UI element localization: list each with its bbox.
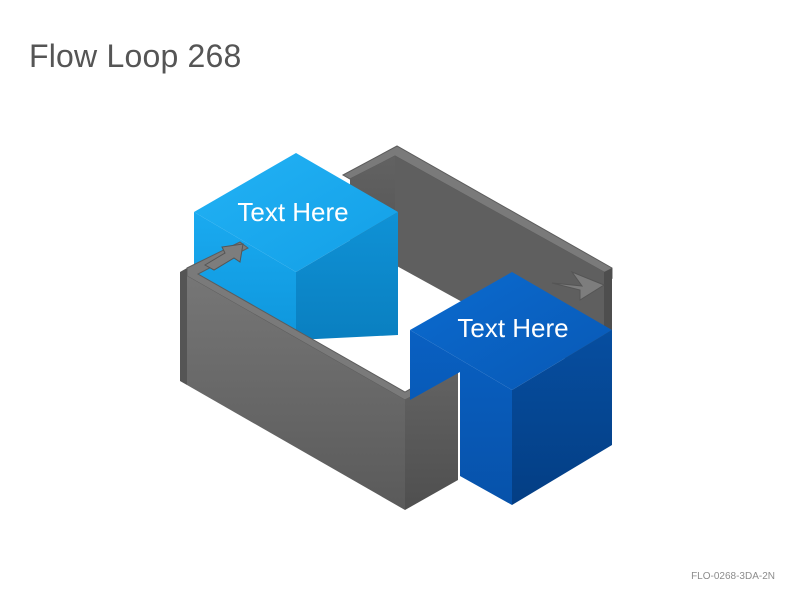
arrow-up-icon (204, 243, 244, 271)
slide-code: FLO-0268-3DA-2N (691, 571, 775, 582)
slide-title: Flow Loop 268 (29, 38, 242, 74)
cube-2-label: Text Here (457, 313, 568, 343)
cube-1: Text Here (194, 153, 398, 340)
cube-2: Text Here (410, 272, 612, 505)
arrow-down-icon (551, 270, 606, 301)
cube-1-label: Text Here (237, 197, 348, 227)
